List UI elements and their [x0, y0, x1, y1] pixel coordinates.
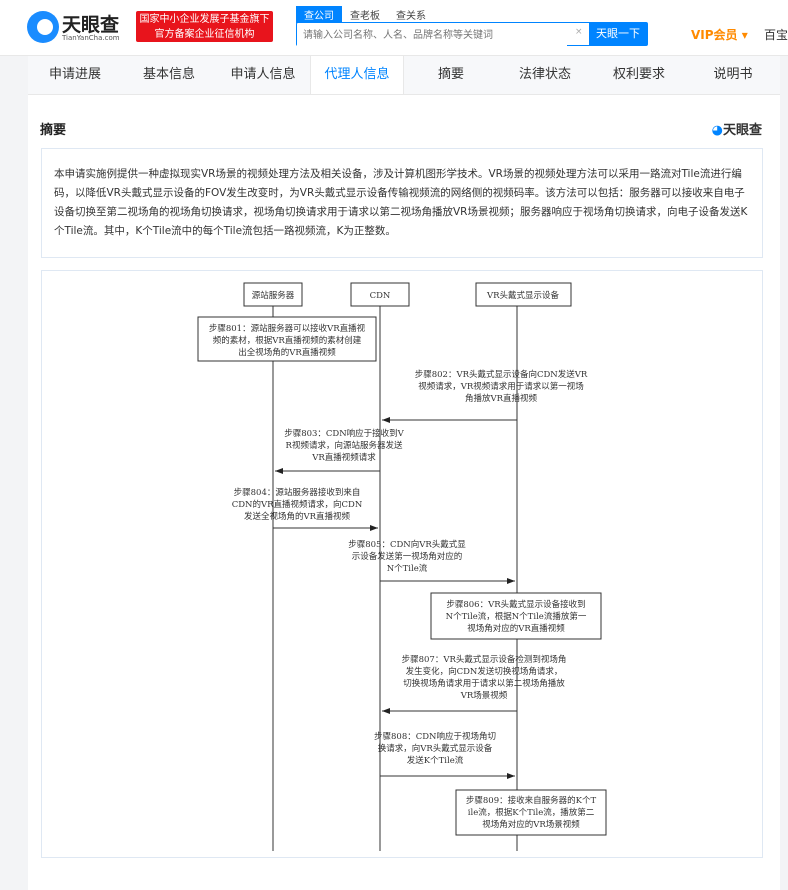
more-link[interactable]: 百宝 — [764, 28, 788, 42]
step-808-text: 换请求，向VR头戴式显示设备 — [378, 743, 493, 754]
step-802-text: 视频请求，VR视频请求用于请求以第一视场 — [418, 381, 584, 392]
step-804-text: 步骤804：源站服务器接收到来自 — [234, 487, 361, 498]
step-809-text: ile流，根据K个Tile流，播放第二 — [468, 807, 595, 818]
tianyancha-watermark: ◕天眼查 — [712, 119, 762, 138]
step-802-text: 角播放VR直播视频 — [465, 393, 538, 404]
step-801-text: 步骤801：源站服务器可以接收VR直播视 — [209, 323, 366, 334]
step-801-box — [197, 316, 377, 362]
tab-legal-status[interactable]: 法律状态 — [518, 67, 571, 82]
promo-badge[interactable]: 国家中小企业发展子基金旗下 官方备案企业征信机构 — [136, 11, 273, 42]
section-title: 摘要 — [40, 123, 67, 138]
step-807-text: VR场景视频 — [460, 690, 508, 701]
tab-basic-info[interactable]: 基本信息 — [142, 67, 195, 82]
brand-name[interactable]: 天眼查 — [62, 14, 120, 36]
actor-label: CDN — [370, 291, 391, 301]
actor-label: VR头戴式显示设备 — [486, 290, 560, 301]
step-808-text: 发送K个Tile流 — [407, 755, 464, 766]
tab-progress[interactable]: 申请进展 — [48, 67, 101, 82]
sequence-diagram: 源站服务器 CDN VR头戴式显示设备 步骤801：源站服务器可以接收VR直播视… — [197, 282, 607, 851]
actor-box-origin-server — [243, 282, 303, 307]
step-804-text: 发送全视场角的VR直播视频 — [244, 511, 351, 522]
step-805-text: 示设备发送第一视场角对应的 — [352, 551, 463, 562]
badge-line-2: 官方备案企业征信机构 — [154, 29, 255, 40]
step-807-text: 发生变化，向CDN发送切换视场角请求， — [406, 666, 563, 677]
tab-claims[interactable]: 权利要求 — [612, 67, 665, 82]
search-tab-company[interactable]: 查公司 — [296, 6, 342, 23]
step-808-text: 步骤808：CDN响应于视场角切 — [374, 731, 496, 742]
search-type-tabs: 查公司 查老板 查关系 — [296, 6, 434, 23]
search-tab-boss[interactable]: 查老板 — [350, 11, 380, 22]
search-bar: × 天眼一下 — [296, 22, 648, 47]
step-805-text: 步骤805：CDN向VR头戴式显 — [348, 539, 466, 550]
clear-icon[interactable]: × — [575, 27, 583, 37]
vip-menu[interactable]: VIP会员 ▾ — [691, 28, 748, 42]
actor-box-vr-headset — [475, 282, 572, 307]
step-806-box — [430, 592, 602, 640]
step-807-text: 切换视场角请求用于请求以第二视场角播放 — [403, 678, 565, 689]
step-805-text: N个Tile流 — [387, 563, 428, 574]
main-content: 摘要 ◕天眼查 本申请实施例提供一种虚拟现实VR场景的视频处理方法及相关设备，涉… — [28, 95, 780, 890]
tab-abstract[interactable]: 摘要 — [437, 67, 464, 82]
step-801-text: 频的素材，根据VR直播视频的素材创建 — [213, 335, 362, 346]
abstract-figure: 源站服务器 CDN VR头戴式显示设备 步骤801：源站服务器可以接收VR直播视… — [41, 270, 763, 858]
abstract-text: 本申请实施例提供一种虚拟现实VR场景的视频处理方法及相关设备，涉及计算机图形学技… — [41, 148, 763, 258]
step-809-text: 步骤809：接收来自服务器的K个T — [466, 795, 597, 806]
step-804-text: CDN的VR直播视频请求，向CDN — [232, 499, 363, 510]
brand-domain: TianYanCha.com — [62, 34, 120, 42]
search-tab-relation[interactable]: 查关系 — [396, 11, 426, 22]
step-807-text: 步骤807：VR头戴式显示设备检测到视场角 — [402, 654, 567, 665]
watermark-text: 天眼查 — [722, 123, 762, 138]
step-806-text: 步骤806：VR头戴式显示设备接收到 — [446, 599, 585, 610]
tab-description[interactable]: 说明书 — [713, 67, 753, 82]
actor-label: 源站服务器 — [252, 290, 295, 301]
step-802-text: 步骤802：VR头戴式显示设备向CDN发送VR — [415, 369, 588, 380]
step-809-box — [455, 789, 607, 836]
watermark-logo-icon: ◕ — [711, 123, 723, 138]
step-809-text: 视场角对应的VR场景视频 — [482, 819, 580, 830]
tab-agent[interactable]: 代理人信息 — [310, 56, 404, 94]
search-button[interactable]: 天眼一下 — [589, 23, 647, 45]
tianyancha-logo-icon[interactable] — [27, 11, 59, 43]
search-input[interactable] — [297, 24, 567, 47]
step-806-text: N个Tile流，根据N个Tile流播放第一 — [446, 611, 587, 622]
tab-applicant[interactable]: 申请人信息 — [230, 67, 296, 82]
top-header: 天眼查 TianYanCha.com 国家中小企业发展子基金旗下 官方备案企业征… — [0, 0, 788, 56]
patent-tabs: 申请进展 基本信息 申请人信息 代理人信息 摘要 法律状态 权利要求 说明书 — [28, 56, 780, 95]
actor-box-cdn — [350, 282, 410, 307]
step-803-text: 步骤803：CDN响应于接收到V — [284, 428, 404, 439]
step-803-text: VR直播视频请求 — [311, 452, 376, 463]
badge-line-1: 国家中小企业发展子基金旗下 — [139, 14, 270, 25]
step-801-text: 出全视场角的VR直播视频 — [238, 347, 336, 358]
step-803-text: R视频请求，向源站服务器发送 — [286, 440, 403, 451]
step-806-text: 视场角对应的VR直播视频 — [467, 623, 565, 634]
